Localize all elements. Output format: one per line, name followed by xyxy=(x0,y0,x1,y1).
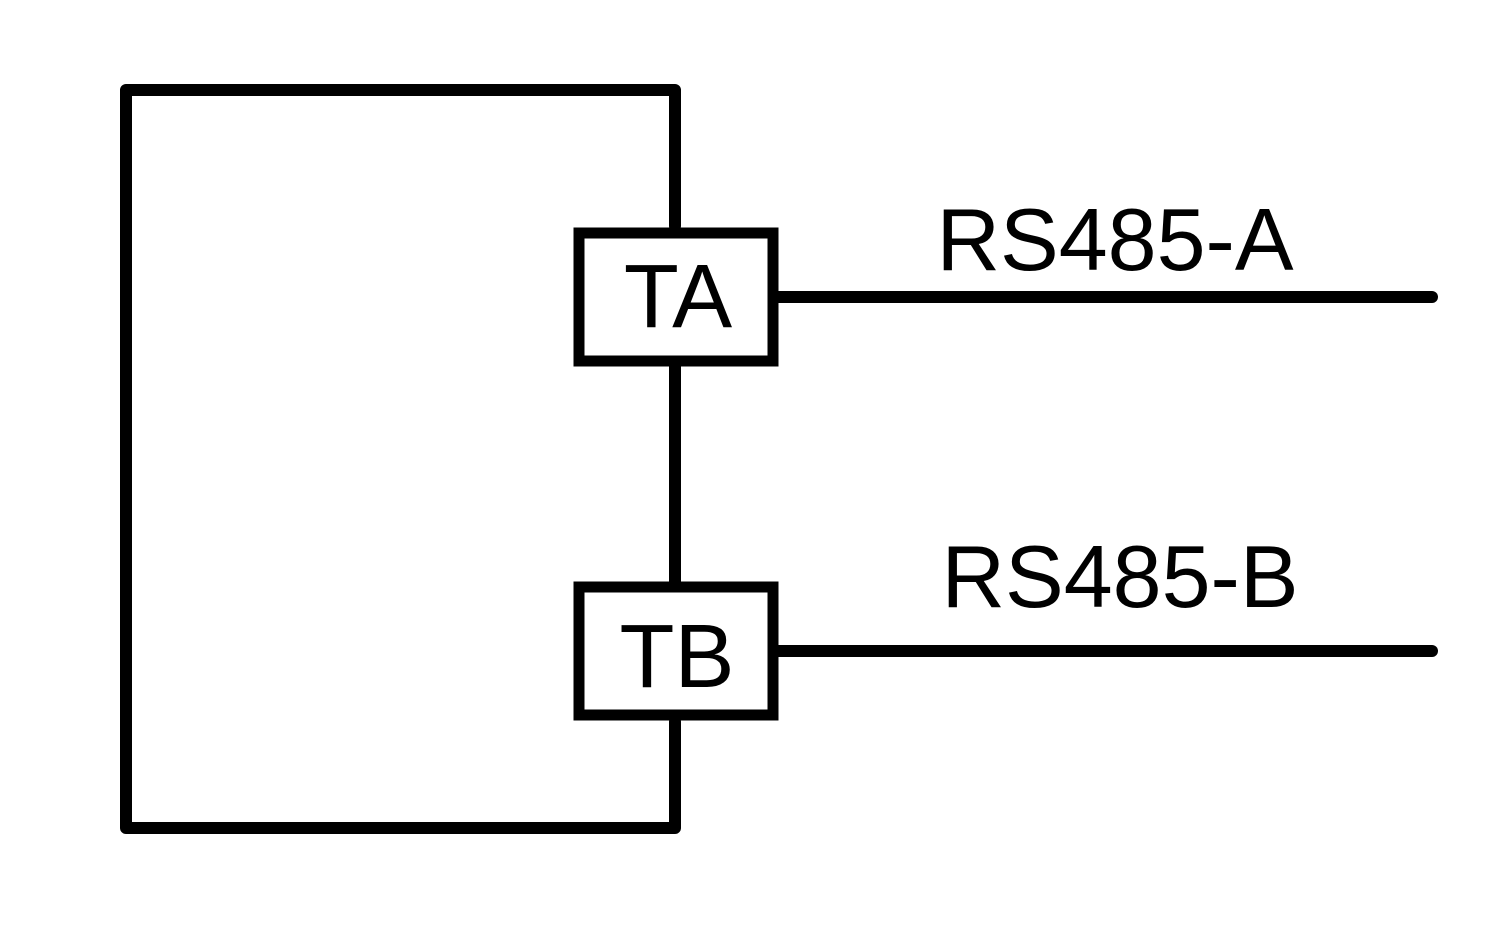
rs485-a-label: RS485-A xyxy=(936,190,1293,289)
terminal-ta: TA xyxy=(573,227,779,367)
terminal-ta-label: TA xyxy=(624,247,732,347)
terminal-tb-label: TB xyxy=(619,607,734,707)
device-enclosure xyxy=(120,84,681,834)
rs485-b-label: RS485-B xyxy=(941,527,1298,626)
terminal-tb: TB xyxy=(573,581,779,721)
